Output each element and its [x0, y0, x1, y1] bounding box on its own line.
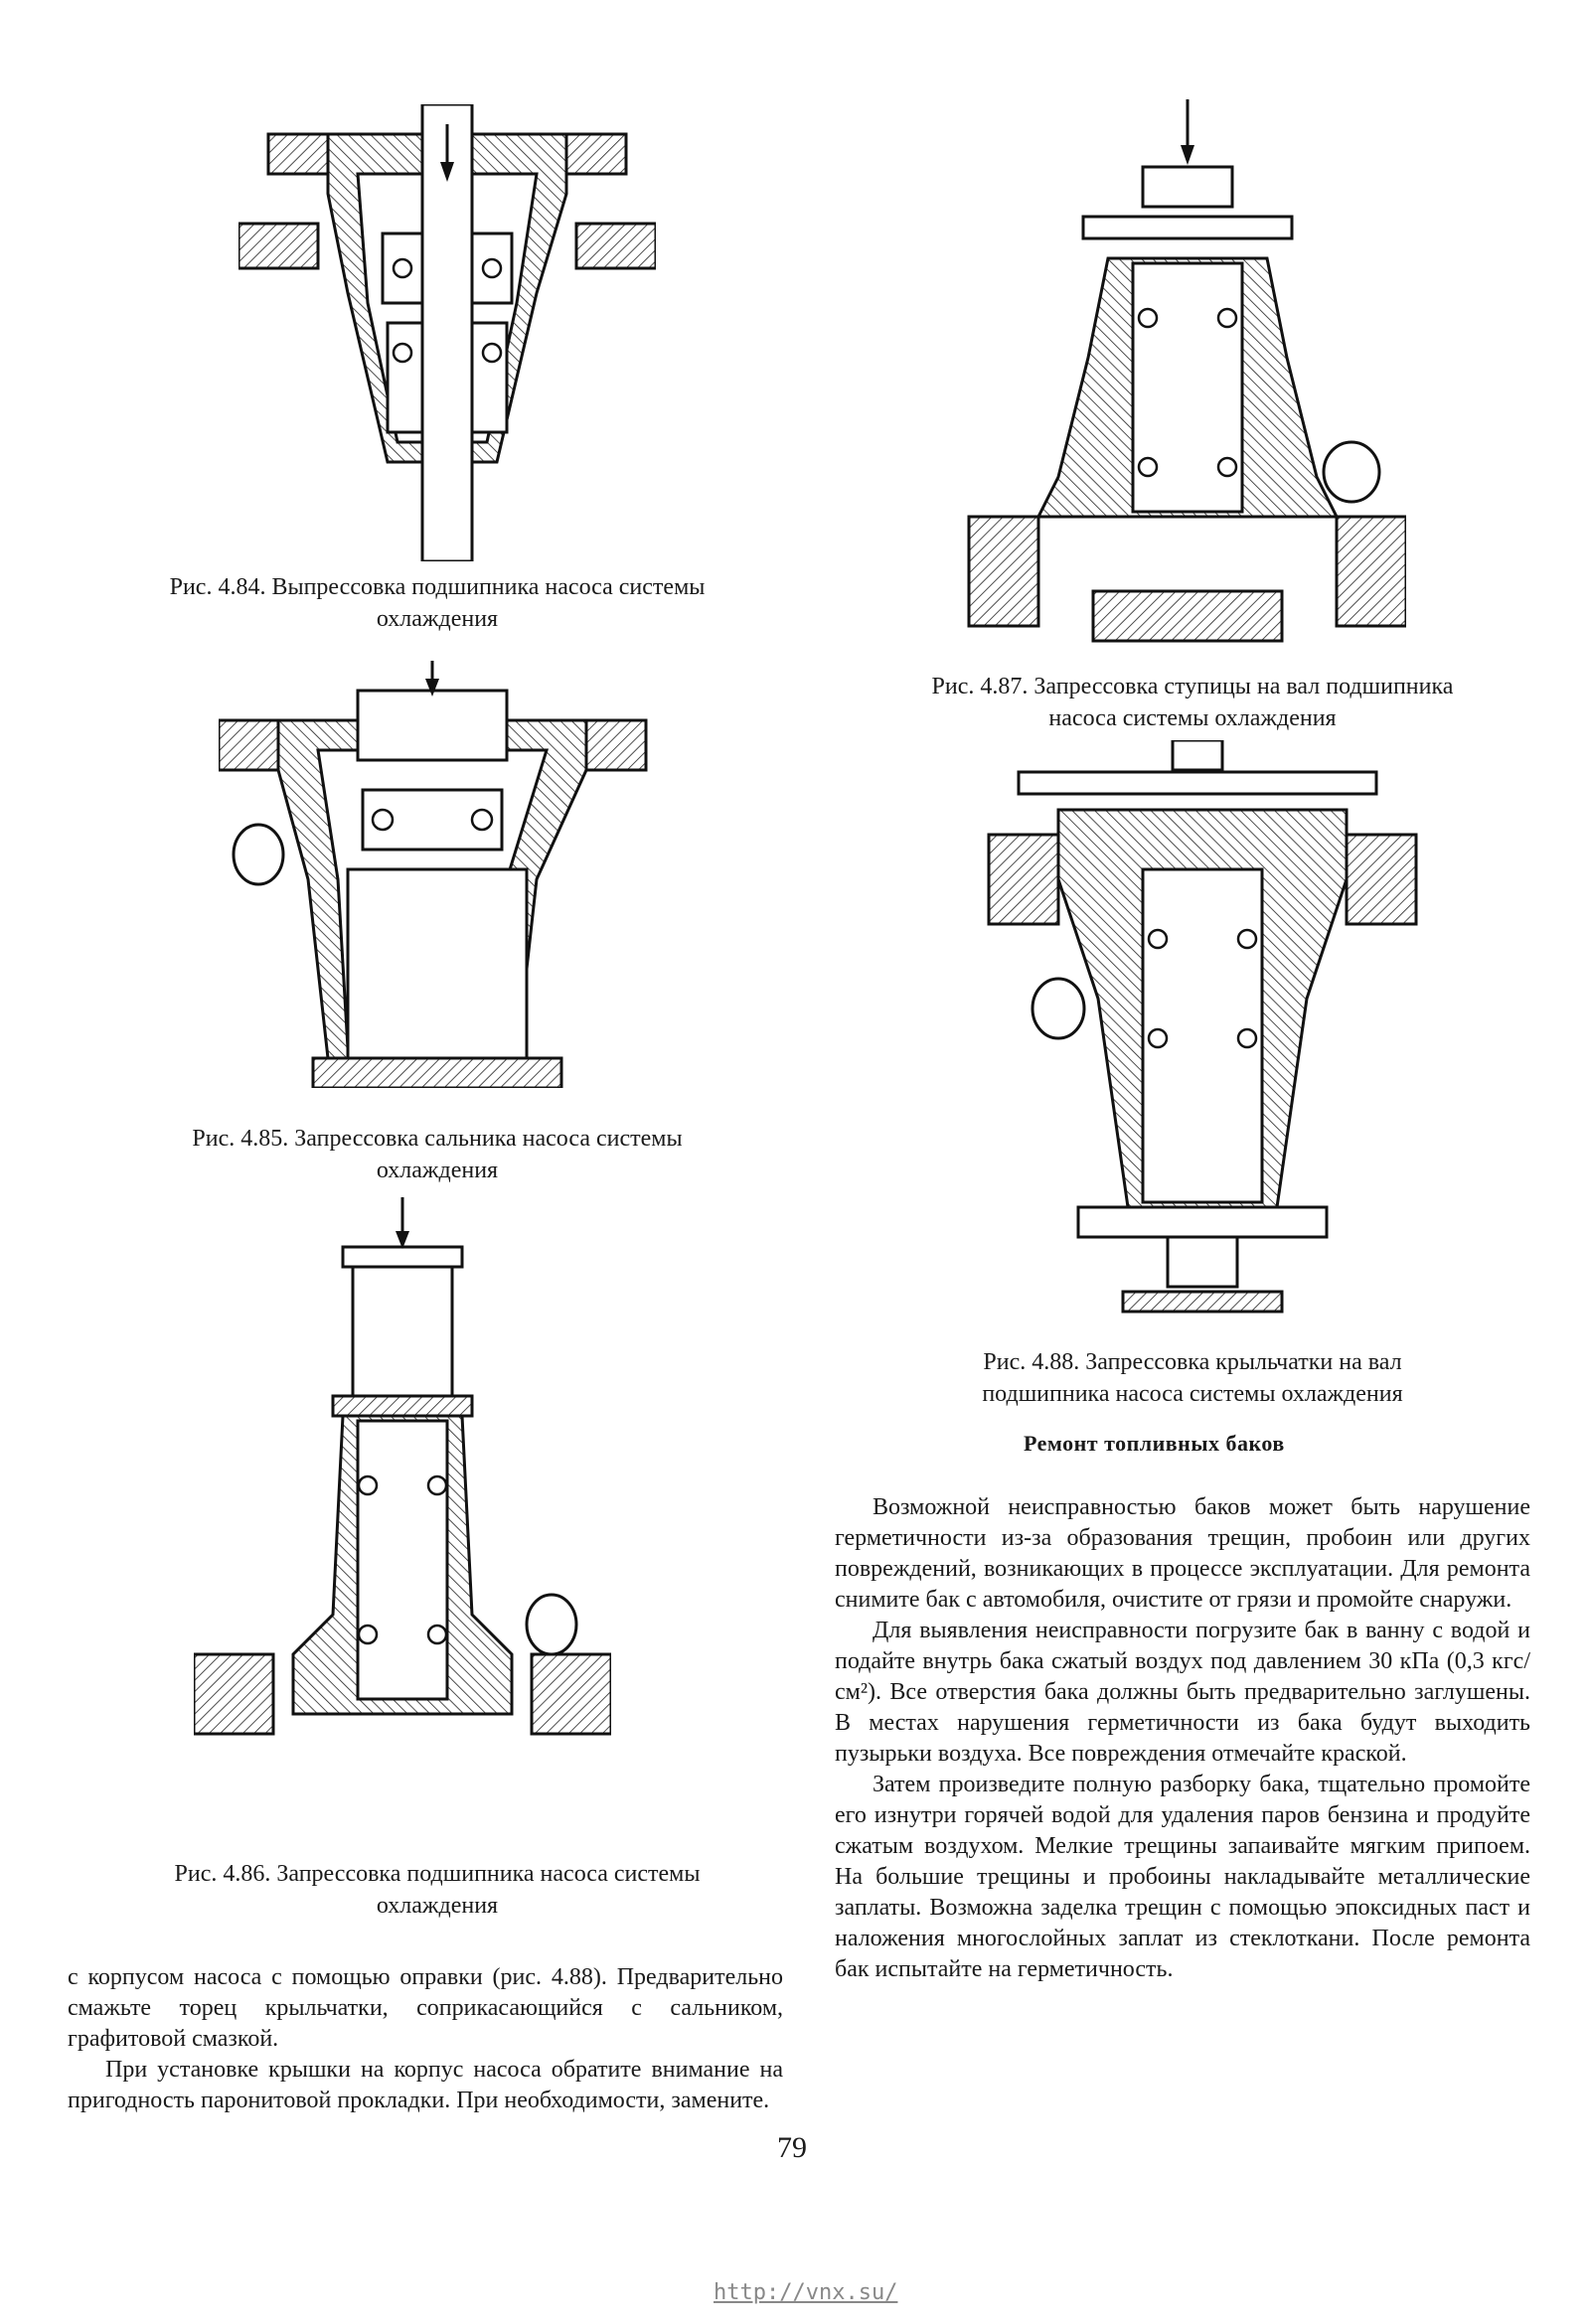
- caption-line: Рис. 4.85. Запрессовка сальника насоса с…: [192, 1126, 683, 1152]
- caption-line: Рис. 4.88. Запрессовка крыльчатки на вал: [983, 1349, 1402, 1375]
- caption-line: Рис. 4.87. Запрессовка ступицы на вал по…: [931, 674, 1454, 699]
- caption-line: охлаждения: [376, 606, 499, 632]
- paragraph: При установке крышки на корпус насоса об…: [68, 2057, 783, 2113]
- figure-4-87-drawing: [959, 99, 1406, 646]
- figure-4-88-caption: Рис. 4.88. Запрессовка крыльчатки на вал…: [815, 1346, 1570, 1410]
- right-column-text: Возможной неисправностью баков может быт…: [835, 1492, 1530, 1985]
- figure-4-85-caption: Рис. 4.85. Запрессовка сальника насоса с…: [60, 1123, 815, 1186]
- paragraph: Для выявления неисправности погрузите ба…: [835, 1618, 1530, 1767]
- footer-url[interactable]: http://vnx.su/: [714, 2280, 898, 2305]
- page-number: 79: [777, 2131, 807, 2164]
- section-heading: Ремонт топливных баков: [1024, 1431, 1285, 1456]
- caption-line: охлаждения: [376, 1893, 499, 1919]
- figure-4-85-drawing: [219, 661, 656, 1088]
- figure-4-84-caption: Рис. 4.84. Выпрессовка подшипника насоса…: [60, 571, 815, 635]
- figure-4-84-drawing: [238, 104, 656, 561]
- caption-line: Рис. 4.86. Запрессовка подшипника насоса…: [174, 1861, 701, 1887]
- caption-line: подшипника насоса системы охлаждения: [982, 1381, 1403, 1407]
- figure-4-86-drawing: [194, 1197, 611, 1754]
- paragraph: Затем произведите полную разборку бака, …: [835, 1772, 1530, 1982]
- caption-line: насоса системы охлаждения: [1048, 705, 1337, 731]
- paragraph: с корпусом насоса с помощью оправки (рис…: [68, 1964, 783, 2052]
- caption-line: Рис. 4.84. Выпрессовка подшипника насоса…: [169, 574, 706, 600]
- left-column-text: с корпусом насоса с помощью оправки (рис…: [68, 1962, 783, 2116]
- figure-4-86-caption: Рис. 4.86. Запрессовка подшипника насоса…: [60, 1858, 815, 1922]
- caption-line: охлаждения: [376, 1158, 499, 1183]
- paragraph: Возможной неисправностью баков может быт…: [835, 1494, 1530, 1613]
- figure-4-88-drawing: [979, 740, 1426, 1317]
- figure-4-87-caption: Рис. 4.87. Запрессовка ступицы на вал по…: [815, 671, 1570, 734]
